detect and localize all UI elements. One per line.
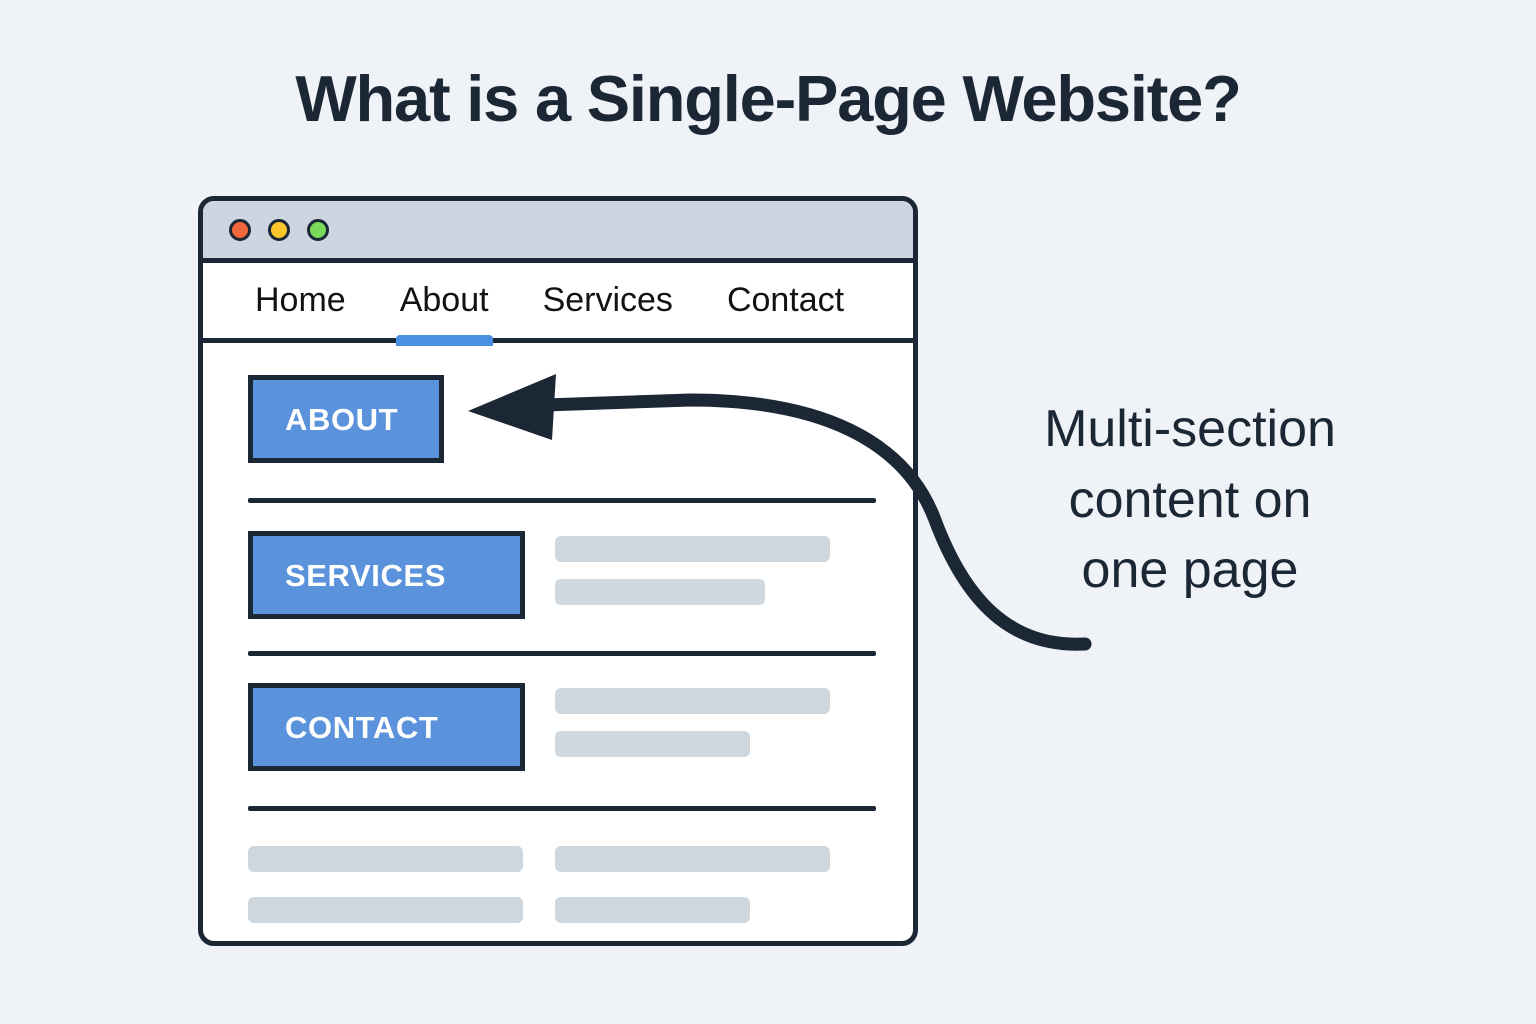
annotation-line-2: content on bbox=[1068, 470, 1312, 529]
section-block-services-label: SERVICES bbox=[285, 557, 447, 593]
section-block-contact[interactable]: CONTACT bbox=[248, 683, 525, 771]
section-block-about-label: ABOUT bbox=[285, 401, 399, 437]
annotation-line-1: Multi-section bbox=[1044, 400, 1336, 458]
nav-item-contact[interactable]: Contact bbox=[726, 280, 845, 319]
section-block-about[interactable]: ABOUT bbox=[248, 375, 444, 463]
section-divider bbox=[248, 498, 876, 503]
page-title: What is a Single-Page Website? bbox=[295, 62, 1241, 135]
section-divider bbox=[248, 651, 876, 656]
close-dot[interactable] bbox=[229, 218, 251, 241]
placeholder-bar bbox=[555, 846, 830, 872]
browser-title-bar bbox=[203, 201, 913, 263]
browser-window: Home About Services Contact ABOUT SERVIC… bbox=[198, 196, 918, 946]
section-block-contact-label: CONTACT bbox=[285, 709, 439, 745]
placeholder-bar bbox=[555, 536, 830, 562]
nav-item-services[interactable]: Services bbox=[542, 280, 673, 319]
placeholder-bar bbox=[248, 846, 523, 872]
minimize-dot[interactable] bbox=[268, 218, 290, 241]
site-nav: Home About Services Contact bbox=[203, 263, 913, 346]
nav-item-about[interactable]: About bbox=[395, 280, 493, 346]
placeholder-bar bbox=[555, 579, 765, 605]
annotation-caption: Multi-section content on one page bbox=[960, 394, 1420, 606]
annotation-line-3: one page bbox=[1081, 541, 1299, 600]
placeholder-bar bbox=[555, 688, 830, 714]
site-content: ABOUT SERVICES CONTACT bbox=[203, 343, 913, 941]
placeholder-bar bbox=[248, 897, 523, 923]
maximize-dot[interactable] bbox=[307, 218, 329, 241]
section-block-services[interactable]: SERVICES bbox=[248, 531, 525, 619]
placeholder-bar bbox=[555, 731, 750, 757]
placeholder-bar bbox=[555, 897, 750, 923]
section-divider bbox=[248, 806, 876, 811]
nav-item-home[interactable]: Home bbox=[255, 280, 346, 319]
